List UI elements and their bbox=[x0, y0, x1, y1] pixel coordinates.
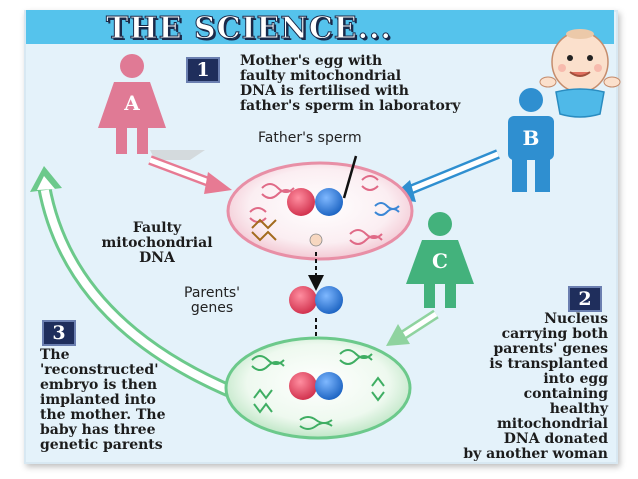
figure-a-letter: A bbox=[123, 91, 140, 115]
baby-icon bbox=[540, 29, 620, 117]
figure-c-letter: C bbox=[432, 249, 448, 273]
step-2-text: Nucleus carrying both parents' genes is … bbox=[420, 312, 608, 462]
fathers-sperm-label: Father's sperm bbox=[258, 131, 362, 146]
step-1-badge: 1 bbox=[186, 57, 220, 83]
nucleus-blue-icon bbox=[315, 372, 343, 400]
nucleus-red-icon bbox=[289, 372, 317, 400]
step-1-text: Mother's egg with faulty mitochondrial D… bbox=[240, 54, 460, 114]
faulty-dna-label: Faulty mitochondrial DNA bbox=[74, 221, 240, 266]
parents-genes-blue-icon bbox=[315, 286, 343, 314]
nucleus-blue-icon bbox=[315, 188, 343, 216]
parents-genes-label: Parents' genes bbox=[172, 286, 252, 316]
step-3-badge: 3 bbox=[42, 320, 76, 346]
figure-c-icon: C bbox=[406, 212, 474, 308]
egg-top bbox=[228, 156, 412, 259]
parents-genes-red-icon bbox=[289, 286, 317, 314]
egg-bottom bbox=[226, 338, 410, 438]
step-3-text: The 'reconstructed' embryo is then impla… bbox=[40, 348, 165, 453]
nucleus-red-icon bbox=[287, 188, 315, 216]
step-2-badge: 2 bbox=[568, 286, 602, 312]
arrow-a-to-egg bbox=[150, 160, 232, 194]
figure-b-icon: B bbox=[508, 88, 554, 192]
figure-b-letter: B bbox=[523, 126, 540, 150]
embryo-icon bbox=[310, 234, 322, 246]
